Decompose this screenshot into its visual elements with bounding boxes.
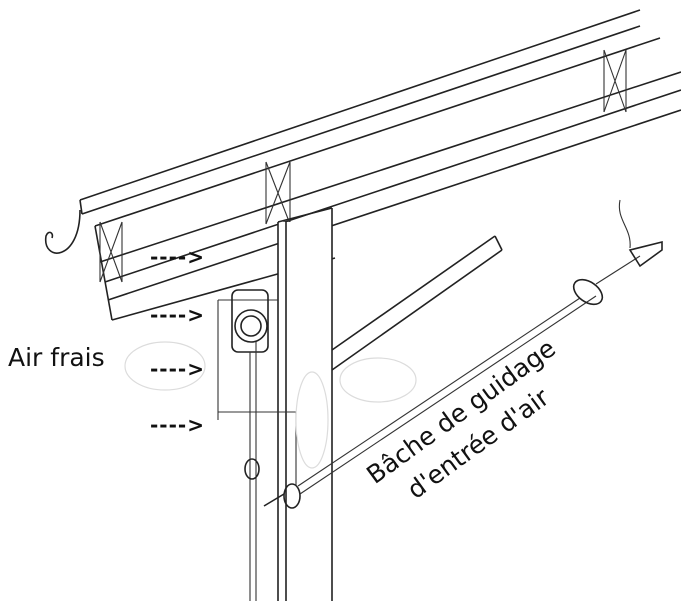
roof — [79, 9, 681, 321]
air-clouds — [124, 341, 417, 469]
fresh-air-label: Air frais — [8, 343, 105, 372]
airflow-arrow: ----> — [150, 357, 205, 381]
truss-braces — [99, 49, 627, 283]
airflow-arrow: ----> — [150, 413, 205, 437]
airflow-arrows: ----> ----> ----> ----> — [150, 245, 205, 437]
airflow-arrow: ----> — [150, 245, 205, 269]
tie-ring-icon — [283, 483, 301, 509]
pulley-icon — [234, 309, 268, 343]
weight-icon — [244, 458, 260, 480]
airflow-arrow: ----> — [150, 303, 205, 327]
pulley-assembly — [217, 289, 301, 601]
clamp-icon — [628, 240, 663, 268]
gutter-hook-icon — [45, 209, 81, 254]
tensioner-icon — [572, 278, 604, 306]
tarp-line — [297, 199, 663, 495]
diagonal-brace — [331, 235, 503, 371]
